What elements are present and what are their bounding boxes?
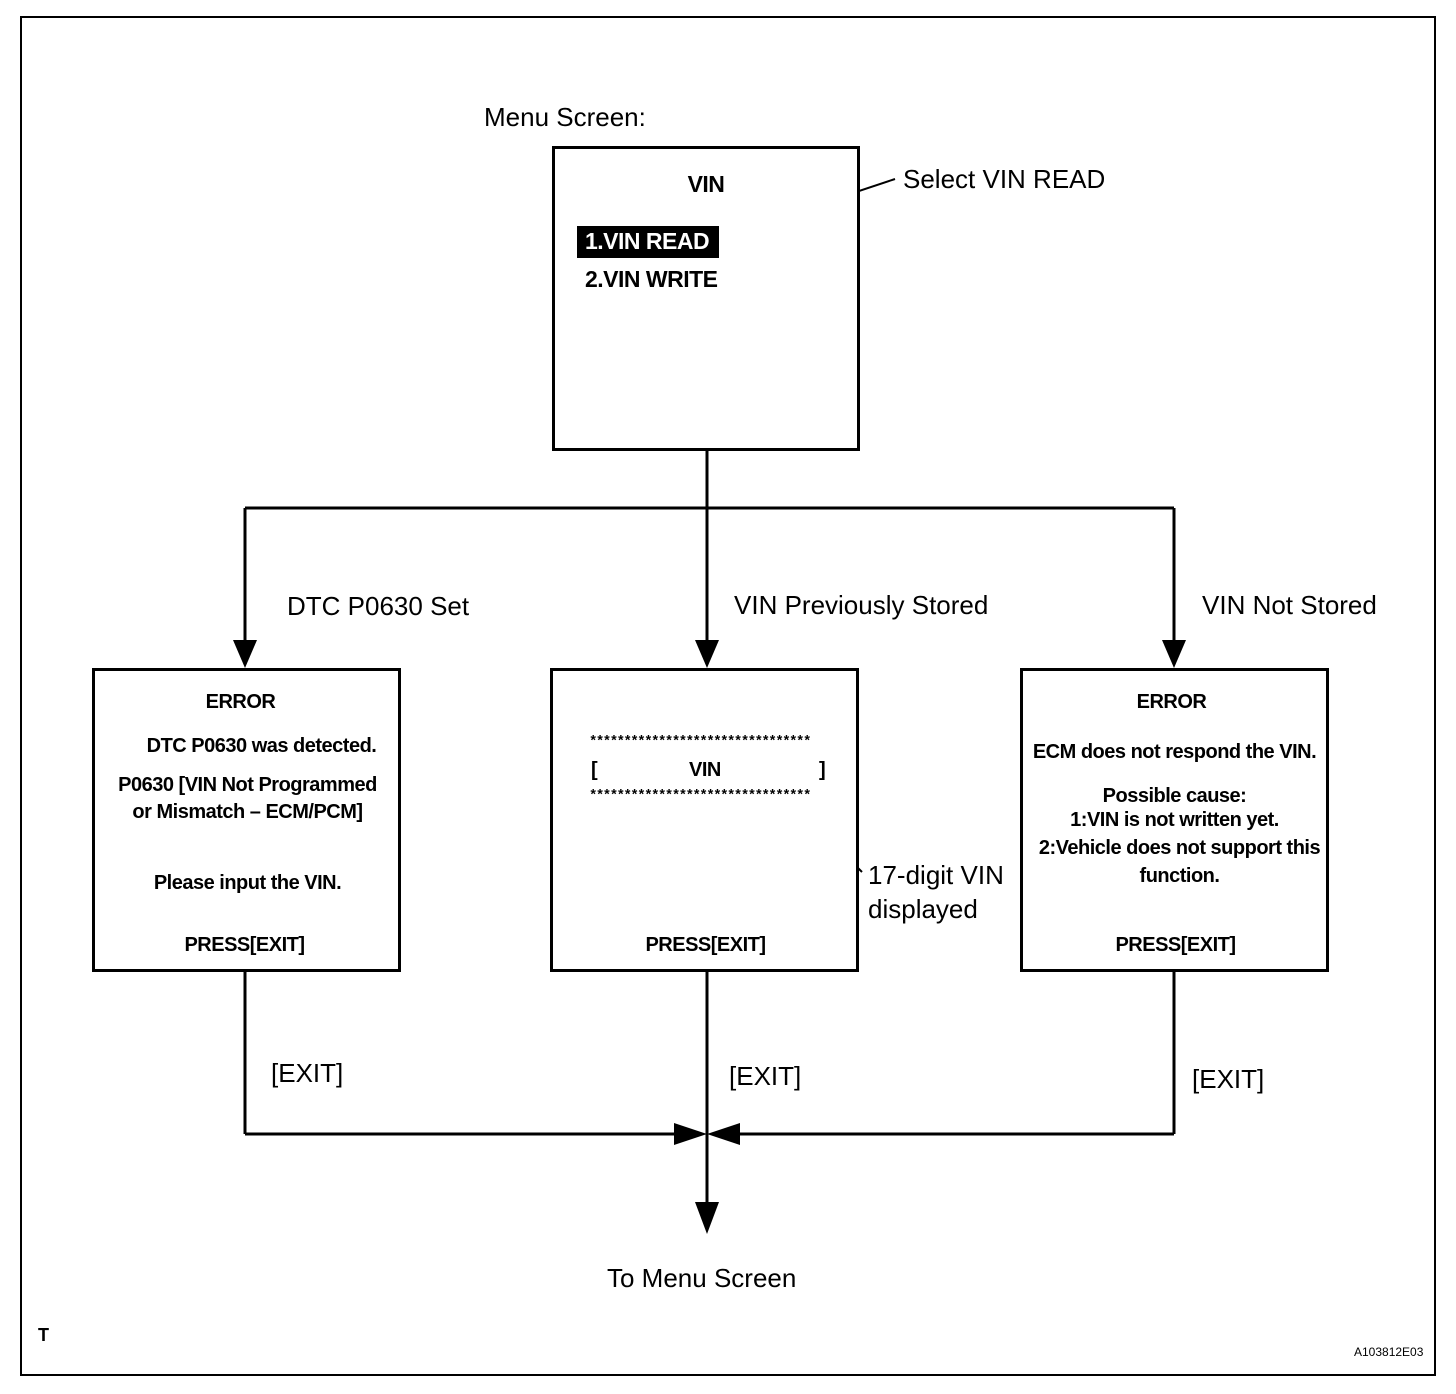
vin-display-screen: ******************************** [ VIN ]… xyxy=(550,668,859,972)
not-stored-error-screen: ERROR ECM does not respond the VIN. Poss… xyxy=(1020,668,1329,972)
cause-1-text: 1:VIN is not written yet. xyxy=(1070,809,1279,831)
dtc-error-screen: ERROR DTC P0630 was detected. P0630 [VIN… xyxy=(92,668,401,972)
vin-bracket-close: ] xyxy=(819,759,826,781)
error-title: ERROR xyxy=(1136,691,1207,713)
dtc-description-line2: or Mismatch – ECM/PCM] xyxy=(132,801,363,823)
ecm-no-response-text: ECM does not respond the VIN. xyxy=(1032,741,1317,763)
vin-stars-top: ******************************** xyxy=(589,734,811,750)
arrowhead-middle xyxy=(695,640,719,668)
exit-label-left: [EXIT] xyxy=(271,1058,344,1088)
vin-label: VIN xyxy=(689,759,721,781)
corner-mark: T xyxy=(38,1325,49,1345)
cause-2-text: 2:Vehicle does not support this xyxy=(1038,837,1321,859)
arrowhead-merge-right xyxy=(707,1123,740,1145)
figure-frame xyxy=(20,16,1436,1376)
press-exit-prompt[interactable]: PRESS[EXIT] xyxy=(1115,934,1236,956)
branch-label-dtc: DTC P0630 Set xyxy=(287,591,470,621)
vin-stars-bottom: ******************************** xyxy=(589,788,811,804)
branch-label-stored: VIN Previously Stored xyxy=(734,590,989,620)
arrowhead-left xyxy=(233,640,257,668)
input-vin-prompt: Please input the VIN. xyxy=(153,872,342,894)
to-menu-screen-label: To Menu Screen xyxy=(607,1263,797,1293)
arrowhead-to-menu xyxy=(695,1202,719,1234)
menu-title: VIN xyxy=(687,171,725,197)
error-title: ERROR xyxy=(205,691,276,713)
menu-item-vin-read[interactable]: 1.VIN READ xyxy=(577,226,720,258)
press-exit-prompt[interactable]: PRESS[EXIT] xyxy=(645,934,766,956)
callout-select-vin-read: Select VIN READ xyxy=(903,164,1106,194)
callout-displayed: displayed xyxy=(868,894,978,924)
menu-screen: VIN 1.VIN READ 2.VIN WRITE xyxy=(552,146,860,451)
exit-label-middle: [EXIT] xyxy=(729,1061,802,1091)
callout-17-digit-vin: 17-digit VIN xyxy=(868,860,1004,890)
cause-2-continuation: function. xyxy=(1139,865,1220,887)
menu-item-vin-write[interactable]: 2.VIN WRITE xyxy=(585,266,718,292)
press-exit-prompt[interactable]: PRESS[EXIT] xyxy=(184,934,305,956)
vin-bracket-open: [ xyxy=(591,759,598,781)
figure-id: A103812E03 xyxy=(1354,1345,1424,1359)
menu-screen-caption: Menu Screen: xyxy=(484,102,646,132)
possible-cause-heading: Possible cause: xyxy=(1102,785,1247,807)
arrowhead-right xyxy=(1162,640,1186,668)
exit-label-right: [EXIT] xyxy=(1192,1064,1265,1094)
dtc-detected-text: DTC P0630 was detected. xyxy=(146,735,377,757)
arrowhead-merge-left xyxy=(674,1123,707,1145)
branch-label-not-stored: VIN Not Stored xyxy=(1202,590,1377,620)
dtc-description-line1: P0630 [VIN Not Programmed xyxy=(118,774,377,796)
